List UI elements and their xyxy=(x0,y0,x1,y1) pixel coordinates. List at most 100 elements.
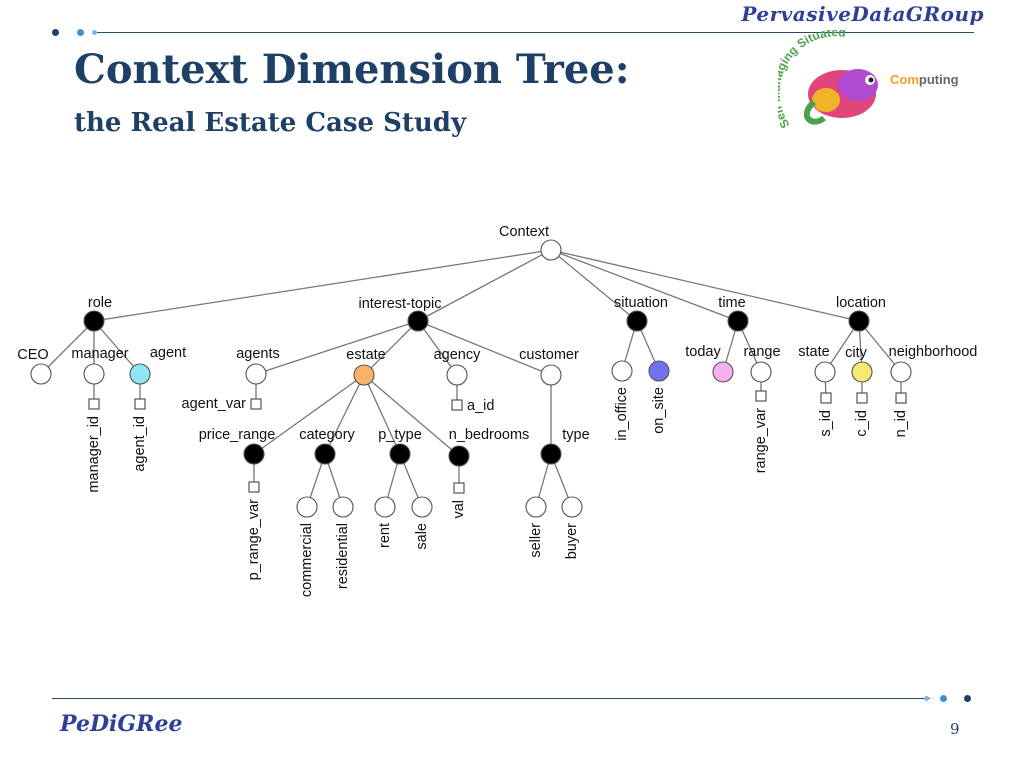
tree-node-price-range xyxy=(243,443,265,465)
tree-node-p-type xyxy=(389,443,411,465)
tree-node-agents xyxy=(245,363,267,385)
tree-node-time xyxy=(727,310,749,332)
footer-dot xyxy=(924,696,929,701)
tree-node-location xyxy=(848,310,870,332)
parameter-node-s-id xyxy=(820,392,832,404)
tree-labels: Context role interest-topic situation time lo… xyxy=(17,224,977,597)
node-label-buyer: buyer xyxy=(564,523,580,559)
tree-node-range xyxy=(750,361,772,383)
svg-text:Computing: Computing xyxy=(890,72,959,87)
node-label-context: Context xyxy=(499,224,549,240)
node-label-city: city xyxy=(845,345,868,361)
parameter-node-p-range-var xyxy=(248,481,260,493)
footer-rule xyxy=(52,698,930,699)
tree-edge xyxy=(253,374,365,455)
header-dot xyxy=(77,29,84,36)
node-label-seller: seller xyxy=(528,523,544,558)
node-label-agent: agent xyxy=(150,345,186,361)
node-label-location: location xyxy=(836,295,886,311)
node-label-residential: residential xyxy=(335,523,351,589)
tree-edge xyxy=(417,249,552,322)
parameter-node-c-id xyxy=(856,392,868,404)
node-label-agent-id: agent_id xyxy=(132,416,148,472)
node-label-rent: rent xyxy=(377,523,393,548)
tree-node-interest-topic xyxy=(407,310,429,332)
tree-edge xyxy=(93,320,141,375)
logo-side-suffix: puting xyxy=(919,72,959,87)
tree-node-rent xyxy=(374,496,396,518)
tree-node-commercial xyxy=(296,496,318,518)
header-dot xyxy=(52,29,59,36)
node-label-state: state xyxy=(798,344,829,360)
tree-node-estate xyxy=(353,364,375,386)
tree-node-context xyxy=(540,239,562,261)
page-number: 9 xyxy=(950,720,960,738)
node-label-val: val xyxy=(451,500,467,519)
tree-edge xyxy=(417,320,552,376)
footer-brand: PeDiGRee xyxy=(60,711,183,737)
tree-edge xyxy=(550,249,860,322)
node-label-interest-topic: interest-topic xyxy=(358,296,441,312)
tree-edges xyxy=(40,249,902,508)
node-label-on-site: on_site xyxy=(651,387,667,434)
tree-node-buyer xyxy=(561,496,583,518)
tree-node-in-office xyxy=(611,360,633,382)
tree-node-category xyxy=(314,443,336,465)
footer-dot xyxy=(940,695,947,702)
tree-node-type xyxy=(540,443,562,465)
node-label-ceo: CEO xyxy=(17,347,48,363)
brand-name: PervasiveDataGRoup xyxy=(741,2,984,26)
logo-side-prefix: Com xyxy=(890,72,919,87)
node-label-range: range xyxy=(743,344,780,360)
page-subtitle: the Real Estate Case Study xyxy=(74,108,467,138)
tree-edge xyxy=(550,249,638,322)
tree-edge xyxy=(324,374,365,455)
node-label-manager-id: manager_id xyxy=(86,416,102,493)
tree-node-residential xyxy=(332,496,354,518)
tree-node-manager xyxy=(83,363,105,385)
tree-node-n-bedrooms xyxy=(448,445,470,467)
node-label-n-id: n_id xyxy=(893,410,909,437)
tree-node-sale xyxy=(411,496,433,518)
tree-edge xyxy=(363,320,419,376)
tree-edge xyxy=(363,374,460,457)
tree-edge xyxy=(93,249,552,322)
header-dot xyxy=(92,30,97,35)
parameter-node-agent-var xyxy=(250,398,262,410)
tree-node-neighborhood xyxy=(890,361,912,383)
parameter-node-agent-id xyxy=(134,398,146,410)
node-label-p-range-var: p_range_var xyxy=(246,499,262,581)
parameter-node-n-id xyxy=(895,392,907,404)
page-title: Context Dimension Tree: xyxy=(74,46,630,93)
tree-node-on-site xyxy=(648,360,670,382)
node-label-agent-var: agent_var xyxy=(182,396,247,412)
node-label-c-id: c_id xyxy=(854,410,870,437)
node-label-manager: manager xyxy=(71,346,128,362)
node-label-time: time xyxy=(718,295,745,311)
tree-node-today xyxy=(712,361,734,383)
tree-node-role xyxy=(83,310,105,332)
node-label-neighborhood: neighborhood xyxy=(889,344,978,360)
node-label-price-range: price_range xyxy=(199,427,276,443)
node-label-commercial: commercial xyxy=(299,523,315,597)
tree-node-agency xyxy=(446,364,468,386)
tree-nodes xyxy=(30,239,912,518)
tree-edge xyxy=(858,320,902,373)
node-label-p-type: p_type xyxy=(378,427,422,443)
tree-node-situation xyxy=(626,310,648,332)
tree-node-ceo xyxy=(30,363,52,385)
node-label-n-bedrooms: n_bedrooms xyxy=(449,427,530,443)
node-label-range-var: range_var xyxy=(753,408,769,473)
node-label-situation: situation xyxy=(614,295,668,311)
tree-edge xyxy=(40,320,95,375)
node-label-estate: estate xyxy=(346,347,386,363)
node-label-today: today xyxy=(685,344,721,360)
footer-dot xyxy=(964,695,971,702)
node-label-sale: sale xyxy=(414,523,430,550)
node-label-a-id: a_id xyxy=(467,398,494,414)
tree-node-seller xyxy=(525,496,547,518)
node-label-role: role xyxy=(88,295,112,311)
node-label-customer: customer xyxy=(519,347,579,363)
node-label-in-office: in_office xyxy=(614,387,630,441)
parameter-node-val xyxy=(453,482,465,494)
